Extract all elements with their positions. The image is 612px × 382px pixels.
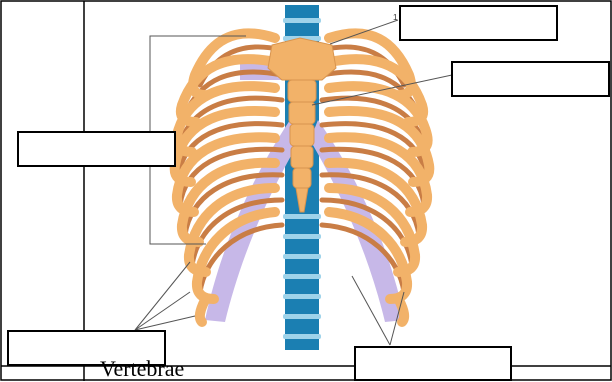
small-mark: 1 bbox=[393, 13, 398, 22]
label-box-right[interactable] bbox=[451, 61, 610, 97]
label-box-bottom-right[interactable] bbox=[354, 346, 512, 381]
footer-text: Vertebrae bbox=[100, 356, 184, 382]
label-box-left[interactable] bbox=[17, 131, 176, 167]
label-box-top-right[interactable] bbox=[399, 5, 558, 41]
